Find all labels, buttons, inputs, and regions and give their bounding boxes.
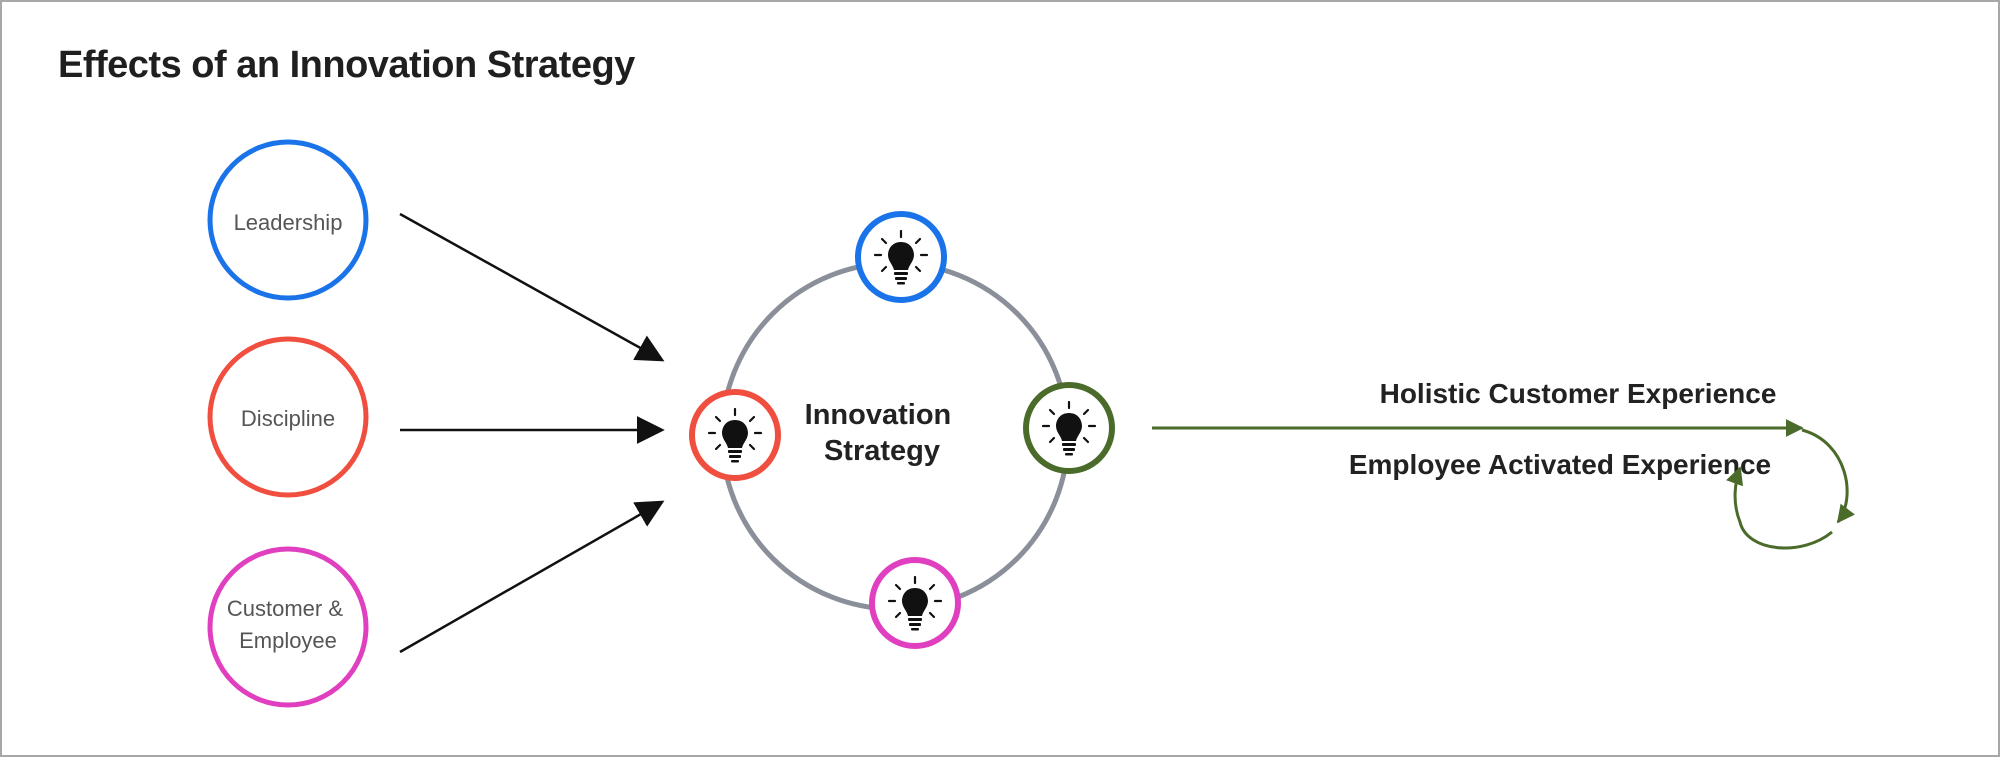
svg-text:Discipline: Discipline (241, 406, 335, 431)
input-label-leadership: Leadership (234, 210, 343, 235)
cycle-arrow-bottom (1726, 466, 1833, 550)
bulb-node-right (1023, 382, 1115, 474)
bulb-node-left (689, 389, 781, 481)
svg-text:Customer & Employee: Customer & Employee (227, 596, 349, 653)
arrow-customer-to-strategy (399, 500, 665, 654)
center-label-line1: Innovation (805, 399, 952, 431)
bulb-node-bottom (869, 557, 961, 649)
cycle-arrow-right (1801, 428, 1855, 524)
input-node-customer-employee: Customer & Employee (207, 546, 369, 708)
bulb-node-top (855, 211, 947, 303)
arrow-leadership-to-strategy (399, 212, 665, 362)
diagram-title: Effects of an Innovation Strategy (58, 44, 635, 86)
input-label-customer-line2: Employee (239, 628, 337, 653)
input-label-discipline: Discipline (241, 406, 335, 431)
output-label-customer: Holistic Customer Experience (1380, 378, 1777, 409)
input-node-discipline: Discipline (207, 336, 369, 498)
input-label-customer-line1: Customer & (227, 596, 343, 621)
center-label-line2: Strategy (824, 435, 940, 467)
output-label-employee: Employee Activated Experience (1349, 449, 1771, 480)
center-label: Innovation Strategy (805, 399, 960, 467)
input-node-leadership: Leadership (207, 139, 369, 301)
svg-text:Leadership: Leadership (234, 210, 343, 235)
